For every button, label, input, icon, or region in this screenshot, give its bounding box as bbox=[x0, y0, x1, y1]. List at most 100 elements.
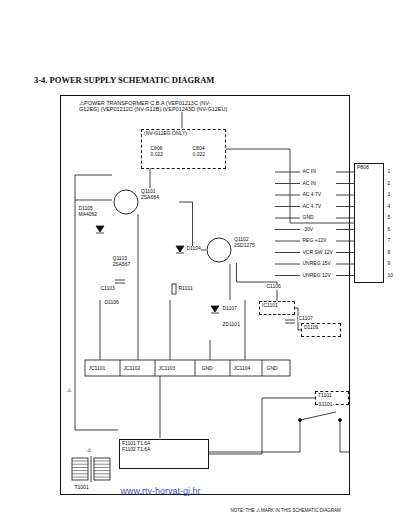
schematic-stroke bbox=[94, 477, 110, 478]
schematic-stroke bbox=[91, 456, 92, 482]
part-label: D1105 bbox=[78, 206, 93, 212]
part-label: C1103 bbox=[100, 286, 115, 292]
part-label: 0.022 bbox=[150, 152, 164, 158]
part-label: C806 bbox=[150, 146, 163, 152]
schematic-stroke bbox=[336, 206, 354, 207]
pin-name: AC 4.7V bbox=[302, 204, 322, 210]
transistor: Q11012SA684 bbox=[113, 189, 179, 215]
schematic-stroke bbox=[285, 323, 295, 324]
schematic-stroke bbox=[75, 175, 76, 430]
schematic-stroke bbox=[115, 280, 125, 281]
schematic-stroke bbox=[230, 264, 231, 300]
pin-number: 8 bbox=[387, 250, 391, 256]
schematic-stroke bbox=[300, 412, 336, 420]
pin-number: 10 bbox=[387, 273, 394, 279]
pin-number: 6 bbox=[387, 227, 391, 233]
part-label: D1104 bbox=[186, 246, 201, 252]
part-label: D1107 bbox=[222, 306, 237, 312]
schematic-stroke bbox=[336, 275, 354, 276]
schematic-stroke bbox=[176, 253, 184, 254]
pin-name: VCR SW 12V bbox=[302, 250, 333, 256]
schematic-stroke bbox=[275, 229, 300, 230]
diagram-title: 3-4. POWER SUPPLY SCHEMATIC DIAGRAM bbox=[34, 75, 214, 85]
part-label: JC1103 bbox=[158, 366, 176, 372]
schematic-stroke bbox=[172, 284, 176, 294]
schematic-stroke bbox=[285, 320, 295, 321]
node-label: D1109 bbox=[304, 325, 338, 331]
schematic-stroke bbox=[96, 226, 104, 232]
schematic-stroke bbox=[210, 340, 211, 360]
schematic-stroke bbox=[75, 200, 112, 201]
schematic-stroke bbox=[160, 376, 161, 438]
node-label: (NV-G12EG ONLY) bbox=[144, 131, 223, 137]
pin-name: UNREG 15V bbox=[302, 261, 331, 267]
schematic-stroke bbox=[336, 195, 354, 196]
part-label: ZD1101 bbox=[222, 322, 240, 328]
schematic-stroke bbox=[72, 458, 88, 480]
part-label: JC1101 bbox=[88, 366, 106, 372]
schematic-stroke bbox=[138, 214, 139, 300]
pin-number: 5 bbox=[387, 215, 391, 221]
schematic-stroke bbox=[275, 195, 300, 196]
schematic-stroke bbox=[208, 452, 300, 453]
part-label: C1107 bbox=[298, 316, 313, 322]
schematic-stroke bbox=[275, 241, 300, 242]
schematic-stroke bbox=[336, 252, 354, 253]
schematic-stroke bbox=[211, 306, 219, 312]
schematic-stroke bbox=[155, 360, 156, 376]
part-label: C1106 bbox=[266, 284, 281, 290]
schematic-stroke bbox=[182, 112, 183, 128]
schematic-stroke bbox=[211, 313, 219, 314]
schematic-stroke bbox=[275, 172, 300, 173]
pin-number: 9 bbox=[387, 261, 391, 267]
wire-connector bbox=[179, 202, 206, 250]
schematic-stroke bbox=[336, 241, 354, 242]
schematic-stroke bbox=[275, 252, 300, 253]
schematic-stroke bbox=[275, 275, 300, 276]
schematic-stroke bbox=[75, 430, 118, 431]
transistor-symbol bbox=[206, 237, 232, 263]
schematic-stroke bbox=[115, 283, 125, 284]
part-label: C804 bbox=[192, 146, 205, 152]
pin-name: -30V bbox=[302, 227, 314, 233]
part-label: R1101 bbox=[178, 286, 193, 292]
pin-number: 2 bbox=[387, 181, 391, 187]
pin-number: 4 bbox=[387, 204, 391, 210]
pin-number: 3 bbox=[387, 192, 391, 198]
schematic-stroke bbox=[72, 477, 88, 478]
part-label: ⚠ bbox=[86, 448, 91, 454]
schematic-stroke bbox=[72, 461, 88, 462]
schematic-stroke bbox=[336, 229, 354, 230]
schematic-stroke bbox=[336, 172, 354, 173]
schematic-stroke bbox=[275, 183, 300, 184]
part-label: GND bbox=[201, 366, 213, 372]
pin-name: GND bbox=[302, 215, 314, 221]
part-label: 2SA567 bbox=[112, 262, 131, 268]
schematic-stroke bbox=[72, 467, 88, 468]
wire-group bbox=[72, 461, 110, 477]
part-label: MA4062 bbox=[78, 212, 98, 218]
schematic-stroke bbox=[94, 458, 110, 480]
pin-name: REG +12V bbox=[302, 238, 327, 244]
pin-number: 1 bbox=[387, 169, 391, 175]
schematic-stroke bbox=[300, 420, 301, 452]
schematic-stroke bbox=[85, 360, 290, 376]
schematic-stroke bbox=[94, 470, 110, 471]
part-label: 0.022 bbox=[192, 152, 206, 158]
diode-box: D1109 bbox=[301, 323, 341, 337]
schematic-stroke bbox=[176, 246, 184, 252]
fuse-block: F1101 T1.6AF1102 T1.6A bbox=[119, 439, 209, 469]
schematic-stroke bbox=[100, 300, 101, 360]
part-label: JC1104 bbox=[233, 366, 251, 372]
node-label: IC1101 bbox=[262, 303, 292, 309]
schematic-stroke bbox=[299, 419, 302, 422]
transistor-symbol bbox=[113, 189, 139, 215]
schematic-stroke bbox=[120, 360, 121, 376]
schematic-stroke bbox=[275, 206, 300, 207]
schematic-stroke bbox=[94, 467, 110, 468]
schematic-stroke bbox=[275, 264, 300, 265]
schematic-stroke bbox=[138, 300, 139, 360]
pin-name: AC IN bbox=[302, 169, 316, 175]
pin-name: AC IN bbox=[302, 181, 316, 187]
node-value: 2SA684 bbox=[141, 195, 179, 201]
